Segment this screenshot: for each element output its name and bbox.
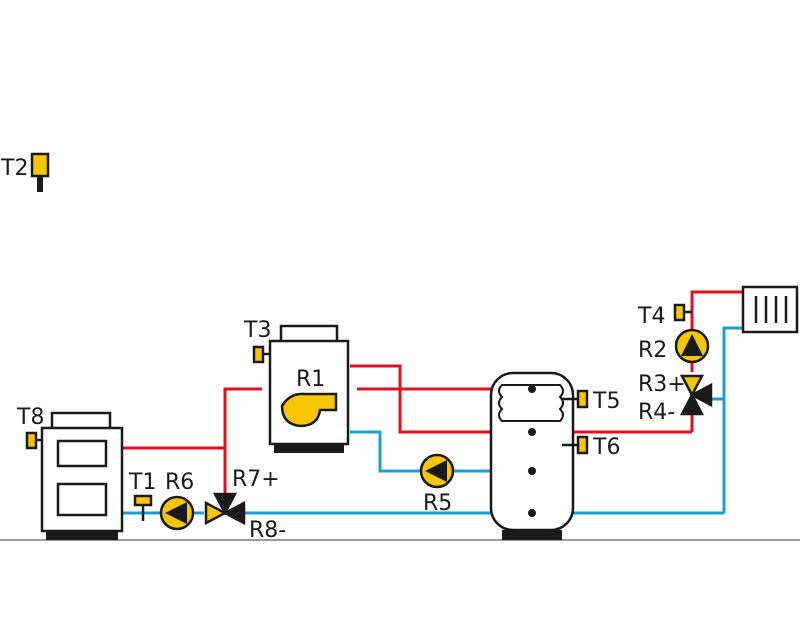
label-r5: R5 <box>423 491 452 516</box>
label-r8: R8- <box>249 518 286 543</box>
label-r6: R6 <box>165 470 194 495</box>
radiator <box>741 285 799 334</box>
sensor-t2 <box>30 152 50 192</box>
mixing-valve-r3-r4 <box>679 374 713 416</box>
label-r3: R3+ <box>638 372 686 397</box>
sensor-t4 <box>673 303 692 322</box>
pump-r5 <box>419 453 455 489</box>
mixing-valve-r7-r8 <box>204 492 246 526</box>
pump-r2 <box>674 328 710 364</box>
tank-connection-dots <box>528 385 536 517</box>
label-t8: T8 <box>16 405 44 430</box>
sensor-t6 <box>562 435 589 455</box>
label-t3: T3 <box>243 318 271 343</box>
label-t1: T1 <box>128 470 156 495</box>
label-t4: T4 <box>637 304 665 329</box>
label-r2: R2 <box>638 338 667 363</box>
label-r7: R7+ <box>232 467 280 492</box>
burner-fan-icon <box>280 392 338 428</box>
pump-r6 <box>159 495 195 531</box>
sensor-t8 <box>25 431 42 450</box>
sensor-t3 <box>252 345 270 364</box>
label-r1: R1 <box>296 367 325 392</box>
gas-boiler <box>268 324 350 453</box>
label-t6: T6 <box>592 435 620 460</box>
sensor-t5 <box>562 389 589 409</box>
label-t5: T5 <box>592 389 620 414</box>
label-t2: T2 <box>0 156 28 181</box>
storage-tank <box>489 371 575 540</box>
sensor-t1 <box>133 494 153 521</box>
solid-fuel-boiler <box>40 411 124 540</box>
label-r4: R4- <box>638 400 675 425</box>
